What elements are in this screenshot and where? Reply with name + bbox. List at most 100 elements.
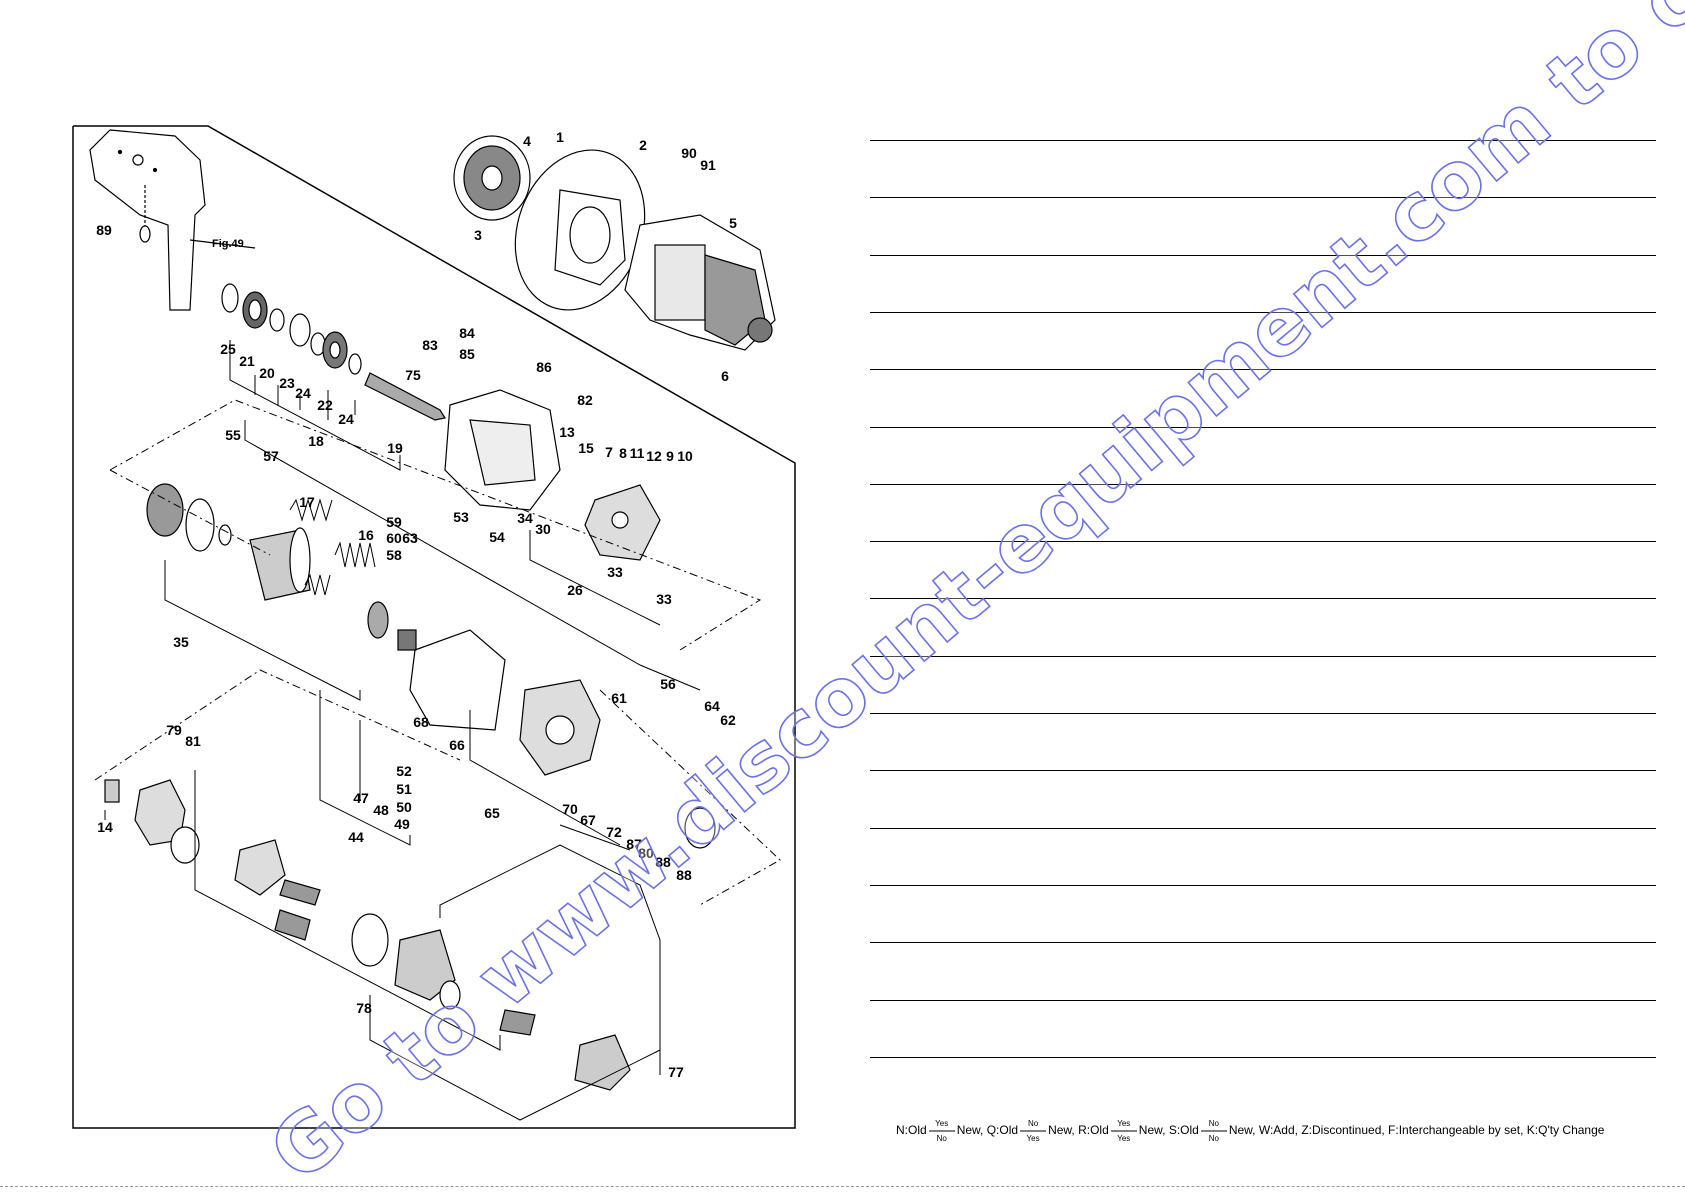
callout-5: 5 — [729, 215, 737, 231]
callout-53: 53 — [453, 509, 469, 525]
callout-33: 33 — [607, 564, 623, 580]
callout-79: 79 — [166, 722, 182, 738]
table-row — [870, 770, 1656, 772]
figure-reference-label: Fig.49 — [212, 238, 244, 250]
legend-r: R:Old — [1078, 1123, 1109, 1138]
callout-81: 81 — [185, 733, 201, 749]
table-row — [870, 655, 1656, 657]
table-row — [870, 827, 1656, 829]
callout-65: 65 — [484, 805, 500, 821]
callout-19: 19 — [387, 440, 403, 456]
callout-15: 15 — [578, 440, 594, 456]
callout-1: 1 — [556, 129, 564, 145]
diagram-frame — [72, 125, 796, 1129]
callout-44: 44 — [348, 829, 364, 845]
pump-housing — [444, 389, 561, 511]
main-pump-assembly — [624, 214, 776, 351]
table-row — [870, 426, 1656, 428]
page-bottom-rule — [0, 1186, 1685, 1187]
callout-6: 6 — [721, 368, 729, 384]
callout-10: 10 — [677, 448, 693, 464]
callout-70: 70 — [562, 801, 578, 817]
callout-24: 24 — [295, 385, 311, 401]
table-row — [870, 999, 1656, 1001]
callout-4: 4 — [523, 133, 531, 149]
callout-58: 58 — [386, 547, 402, 563]
table-row — [870, 369, 1656, 371]
legend-q: Q:Old — [986, 1123, 1019, 1138]
table-row — [870, 1056, 1656, 1058]
callout-85: 85 — [459, 346, 475, 362]
table-row — [870, 541, 1656, 543]
callout-88: 88 — [655, 854, 671, 870]
callout-89: 89 — [96, 222, 112, 238]
callout-17: 17 — [299, 494, 315, 510]
springs — [289, 498, 376, 596]
table-row — [870, 713, 1656, 714]
gear-pump-section — [104, 779, 716, 1091]
callout-22: 22 — [317, 397, 333, 413]
callout-54: 54 — [489, 529, 505, 545]
callout-3: 3 — [474, 227, 482, 243]
callout-2: 2 — [639, 137, 647, 153]
callout-48: 48 — [373, 802, 389, 818]
callout-49: 49 — [394, 816, 410, 832]
callout-91: 91 — [700, 157, 716, 173]
callout-90: 90 — [681, 145, 697, 161]
table-row — [870, 140, 1656, 141]
callout-35: 35 — [173, 634, 189, 650]
shaft-row-parts — [221, 283, 446, 421]
callout-61: 61 — [611, 690, 627, 706]
callout-68: 68 — [413, 714, 429, 730]
table-row — [870, 483, 1656, 485]
table-row — [870, 942, 1656, 944]
callout-34: 34 — [517, 510, 533, 526]
reference-bracket — [89, 129, 256, 311]
legend-n: N:Old — [896, 1123, 927, 1138]
callout-87: 87 — [626, 836, 642, 852]
rotating-group — [146, 483, 311, 601]
valve-plate — [584, 484, 661, 561]
legend-s: S:Old — [1168, 1123, 1199, 1138]
table-row — [870, 197, 1656, 199]
callout-80: 80 — [638, 845, 654, 861]
callout-24: 24 — [338, 411, 354, 427]
callout-11: 11 — [630, 445, 645, 461]
callout-47: 47 — [353, 790, 369, 806]
callout-62: 62 — [720, 712, 736, 728]
table-row — [870, 598, 1656, 600]
callout-7: 7 — [605, 444, 613, 460]
callout-8: 8 — [619, 445, 627, 461]
table-row — [870, 311, 1656, 313]
callout-64: 64 — [704, 698, 720, 714]
callout-14: 14 — [97, 819, 113, 835]
legend-rest: W:Add, Z:Discontinued, F:Interchangeable… — [1258, 1123, 1605, 1138]
callout-30: 30 — [535, 521, 551, 537]
callout-20: 20 — [259, 365, 275, 381]
table-row — [870, 254, 1656, 256]
callout-88: 88 — [676, 867, 692, 883]
callout-50: 50 — [396, 799, 412, 815]
callout-86: 86 — [536, 359, 552, 375]
callout-33: 33 — [656, 591, 672, 607]
callout-82: 82 — [577, 392, 593, 408]
callout-26: 26 — [567, 582, 583, 598]
callout-59: 59 — [386, 514, 402, 530]
callout-52: 52 — [396, 763, 412, 779]
callout-13: 13 — [559, 424, 575, 440]
callout-12: 12 — [646, 448, 662, 464]
coupling-part — [453, 135, 531, 221]
legend-r-new: New, — [1138, 1123, 1166, 1138]
callout-83: 83 — [422, 337, 438, 353]
callout-72: 72 — [606, 824, 622, 840]
callout-56: 56 — [660, 676, 676, 692]
callout-60: 60 — [386, 530, 402, 546]
